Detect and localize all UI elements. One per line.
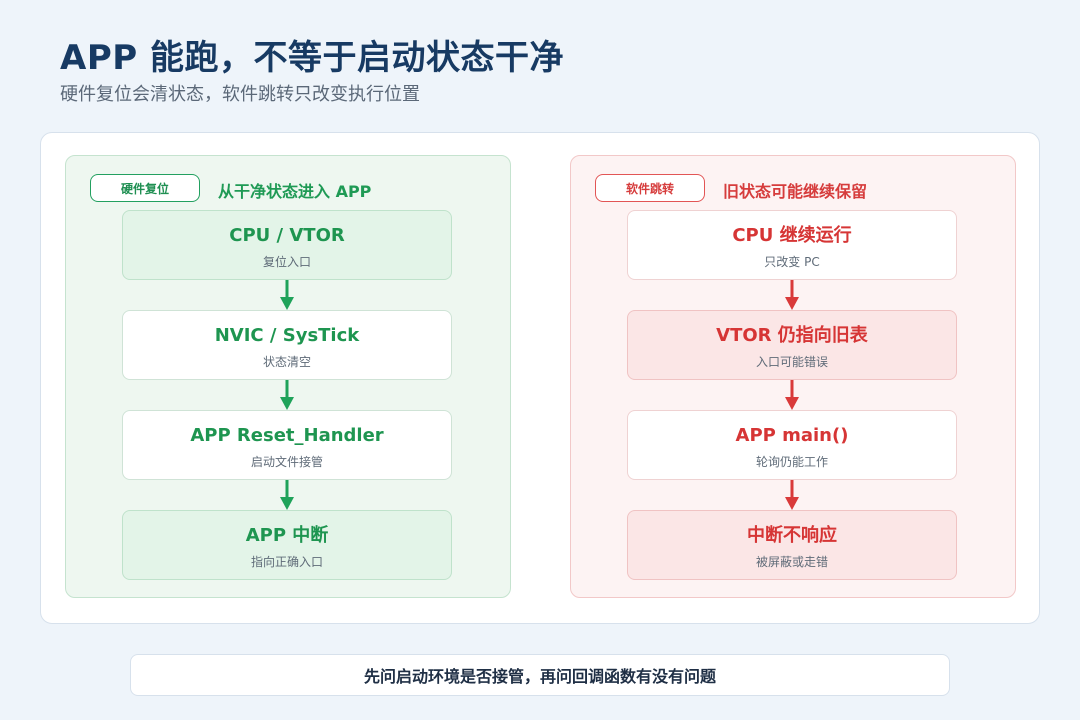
- step-title: 中断不响应: [747, 525, 837, 546]
- step-subtitle: 复位入口: [262, 255, 311, 269]
- step-subtitle: 被屏蔽或走错: [755, 555, 828, 569]
- step-title: VTOR 仍指向旧表: [716, 325, 868, 346]
- software-jump-badge: 软件跳转: [595, 174, 705, 202]
- step-subtitle: 轮询仍能工作: [755, 455, 828, 469]
- page-title: APP 能跑，不等于启动状态干净: [60, 38, 564, 78]
- step-subtitle: 只改变 PC: [764, 255, 820, 269]
- comparison-card: 硬件复位 从干净状态进入 APP CPU / VTOR 复位入口 NVIC / …: [40, 132, 1040, 624]
- step-title: NVIC / SysTick: [214, 325, 360, 346]
- flow-step: APP main() 轮询仍能工作: [627, 410, 957, 480]
- flow-step: VTOR 仍指向旧表 入口可能错误: [627, 310, 957, 380]
- step-title: APP Reset_Handler: [190, 425, 384, 446]
- arrow-down-icon: [280, 280, 294, 310]
- arrow-down-icon: [785, 480, 799, 510]
- page-subtitle: 硬件复位会清状态，软件跳转只改变执行位置: [60, 84, 420, 105]
- footer-note: 先问启动环境是否接管，再问回调函数有没有问题: [130, 654, 950, 696]
- step-subtitle: 启动文件接管: [250, 455, 323, 469]
- hardware-reset-heading: 从干净状态进入 APP: [218, 182, 372, 201]
- flow-step: CPU / VTOR 复位入口: [122, 210, 452, 280]
- software-jump-heading: 旧状态可能继续保留: [723, 182, 868, 201]
- arrow-down-icon: [280, 480, 294, 510]
- software-jump-panel: 软件跳转 旧状态可能继续保留 CPU 继续运行 只改变 PC VTOR 仍指向旧…: [570, 155, 1016, 598]
- step-subtitle: 入口可能错误: [755, 355, 828, 369]
- step-title: APP main(): [735, 425, 849, 446]
- flow-step: APP Reset_Handler 启动文件接管: [122, 410, 452, 480]
- hardware-reset-panel: 硬件复位 从干净状态进入 APP CPU / VTOR 复位入口 NVIC / …: [65, 155, 511, 598]
- step-title: CPU / VTOR: [229, 225, 345, 246]
- hardware-reset-badge: 硬件复位: [90, 174, 200, 202]
- step-subtitle: 状态清空: [262, 355, 311, 369]
- arrow-down-icon: [785, 380, 799, 410]
- step-subtitle: 指向正确入口: [250, 555, 323, 569]
- arrow-down-icon: [785, 280, 799, 310]
- flow-step: APP 中断 指向正确入口: [122, 510, 452, 580]
- flow-step: CPU 继续运行 只改变 PC: [627, 210, 957, 280]
- step-title: CPU 继续运行: [732, 225, 852, 246]
- arrow-down-icon: [280, 380, 294, 410]
- step-title: APP 中断: [245, 525, 329, 546]
- flow-step: 中断不响应 被屏蔽或走错: [627, 510, 957, 580]
- flow-step: NVIC / SysTick 状态清空: [122, 310, 452, 380]
